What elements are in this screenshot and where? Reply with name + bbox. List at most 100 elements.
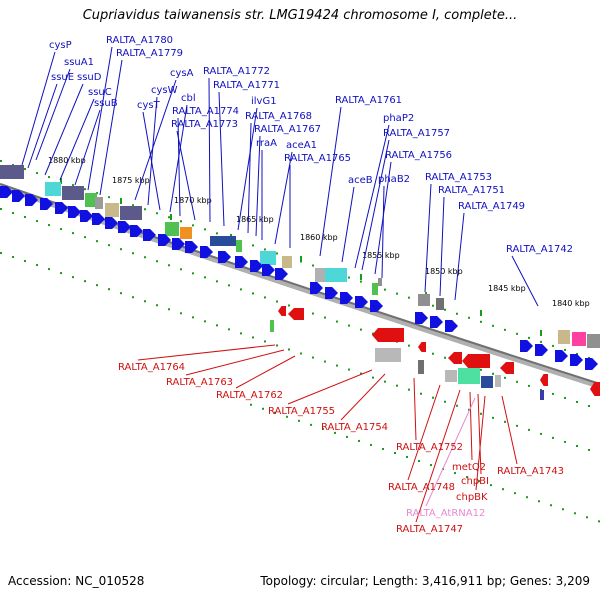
- forward-gene-arrow: [275, 268, 288, 280]
- tick-dot: [552, 344, 554, 347]
- tick-dot: [108, 244, 110, 247]
- feature-box: [105, 203, 119, 217]
- forward-gene-arrow: [235, 256, 248, 268]
- tick-dot: [576, 444, 578, 447]
- leader-line: [27, 83, 58, 169]
- tick-dot: [516, 424, 518, 427]
- leader-line: [218, 91, 225, 227]
- tick-dot: [468, 408, 470, 411]
- feature-box: [0, 165, 24, 179]
- tick-dot: [444, 400, 446, 403]
- leader-line: [511, 255, 539, 307]
- tick-dot: [480, 368, 482, 371]
- forward-gene-arrow: [310, 282, 323, 294]
- leader-line: [21, 51, 56, 166]
- forward-gene-arrow: [370, 300, 383, 312]
- tick-dot: [286, 415, 288, 418]
- tick-dot: [574, 512, 576, 515]
- forward-gene-arrow: [218, 251, 231, 263]
- tick-dot: [492, 372, 494, 375]
- tick-dot: [420, 392, 422, 395]
- forward-gene-label: aceA1: [286, 140, 317, 151]
- feature-box: [120, 206, 142, 220]
- reverse-leader-lines: [137, 344, 518, 523]
- tick-dot: [96, 240, 98, 243]
- map-title: Cupriavidus taiwanensis str. LMG19424 ch…: [82, 8, 518, 23]
- tick-dot: [0, 252, 2, 254]
- tick-dot: [168, 264, 170, 267]
- tick-dot: [360, 280, 362, 283]
- forward-gene-label: RALTA_A1756: [385, 150, 452, 161]
- leader-line: [177, 117, 181, 217]
- forward-gene-arrow: [105, 217, 118, 229]
- tick-dot: [432, 352, 434, 355]
- tick-dot: [192, 316, 194, 319]
- scale-label: 1850 kbp: [425, 267, 463, 276]
- feature-box: [436, 298, 444, 310]
- tick-dot: [144, 208, 146, 211]
- scale-tick: [540, 330, 542, 336]
- tick-dot: [36, 264, 38, 267]
- leader-line: [59, 98, 95, 181]
- tick-dot: [108, 288, 110, 291]
- tick-dot: [132, 204, 134, 207]
- tick-dot: [408, 388, 410, 391]
- leader-line: [208, 77, 211, 223]
- forward-gene-label: RALTA_A1757: [383, 128, 450, 139]
- feature-box: [45, 182, 61, 196]
- tick-dot: [0, 208, 2, 210]
- tick-dot: [492, 416, 494, 419]
- leader-line: [454, 212, 465, 301]
- forward-gene-arrow: [570, 354, 583, 366]
- tick-dot: [456, 312, 458, 315]
- feature-box: [540, 390, 544, 400]
- tick-dot: [552, 392, 554, 395]
- forward-gene-arrow: [340, 292, 353, 304]
- scale-label: 1880 kbp: [48, 156, 86, 165]
- tick-dot: [300, 352, 302, 355]
- leader-line: [142, 111, 161, 211]
- reverse-gene-label: metQ2: [452, 462, 486, 473]
- reverse-gene-label: RALTA_A1743: [497, 466, 564, 477]
- forward-gene-arrow: [68, 206, 81, 218]
- tick-dot: [132, 252, 134, 255]
- tick-dot: [360, 328, 362, 331]
- forward-gene-label: RALTA_A1768: [245, 111, 312, 122]
- forward-gene-arrow: [585, 358, 598, 370]
- forward-gene-label: RALTA_A1767: [254, 124, 321, 135]
- tick-dot: [346, 435, 348, 438]
- accession-text: Accession: NC_010528: [8, 574, 145, 588]
- feature-box: [378, 278, 382, 286]
- reverse-gene-label: RALTA_A1763: [166, 377, 233, 388]
- feature-box: [418, 294, 430, 306]
- forward-gene-label: phaB2: [378, 174, 410, 185]
- feature-box: [95, 197, 103, 209]
- forward-gene-label: RALTA_A1779: [116, 48, 183, 59]
- leader-line: [361, 139, 390, 271]
- tick-dot: [502, 488, 504, 491]
- forward-gene-label: RALTA_A1773: [171, 119, 238, 130]
- tick-dot: [358, 439, 360, 442]
- tick-dot: [444, 356, 446, 359]
- feature-box: [165, 222, 179, 236]
- leader-line: [319, 106, 342, 257]
- forward-gene-label: cysW: [151, 85, 178, 96]
- scale-label: 1870 kbp: [174, 196, 212, 205]
- forward-gene-label: RALTA_A1742: [506, 244, 573, 255]
- feature-box: [375, 348, 401, 362]
- tick-dot: [180, 220, 182, 223]
- forward-gene-label: RALTA_A1751: [438, 185, 505, 196]
- leader-line: [340, 373, 386, 421]
- tick-dot: [274, 411, 276, 414]
- tick-dot: [432, 304, 434, 307]
- forward-gene-arrow: [172, 238, 185, 250]
- feature-box: [260, 251, 276, 265]
- tick-dot: [336, 320, 338, 323]
- feature-box: [572, 332, 586, 346]
- tick-dot: [466, 476, 468, 479]
- leader-line: [475, 395, 486, 491]
- tick-dot: [384, 380, 386, 383]
- forward-gene-arrow: [555, 350, 568, 362]
- leader-line: [415, 389, 461, 523]
- scale-label: 1840 kbp: [552, 299, 590, 308]
